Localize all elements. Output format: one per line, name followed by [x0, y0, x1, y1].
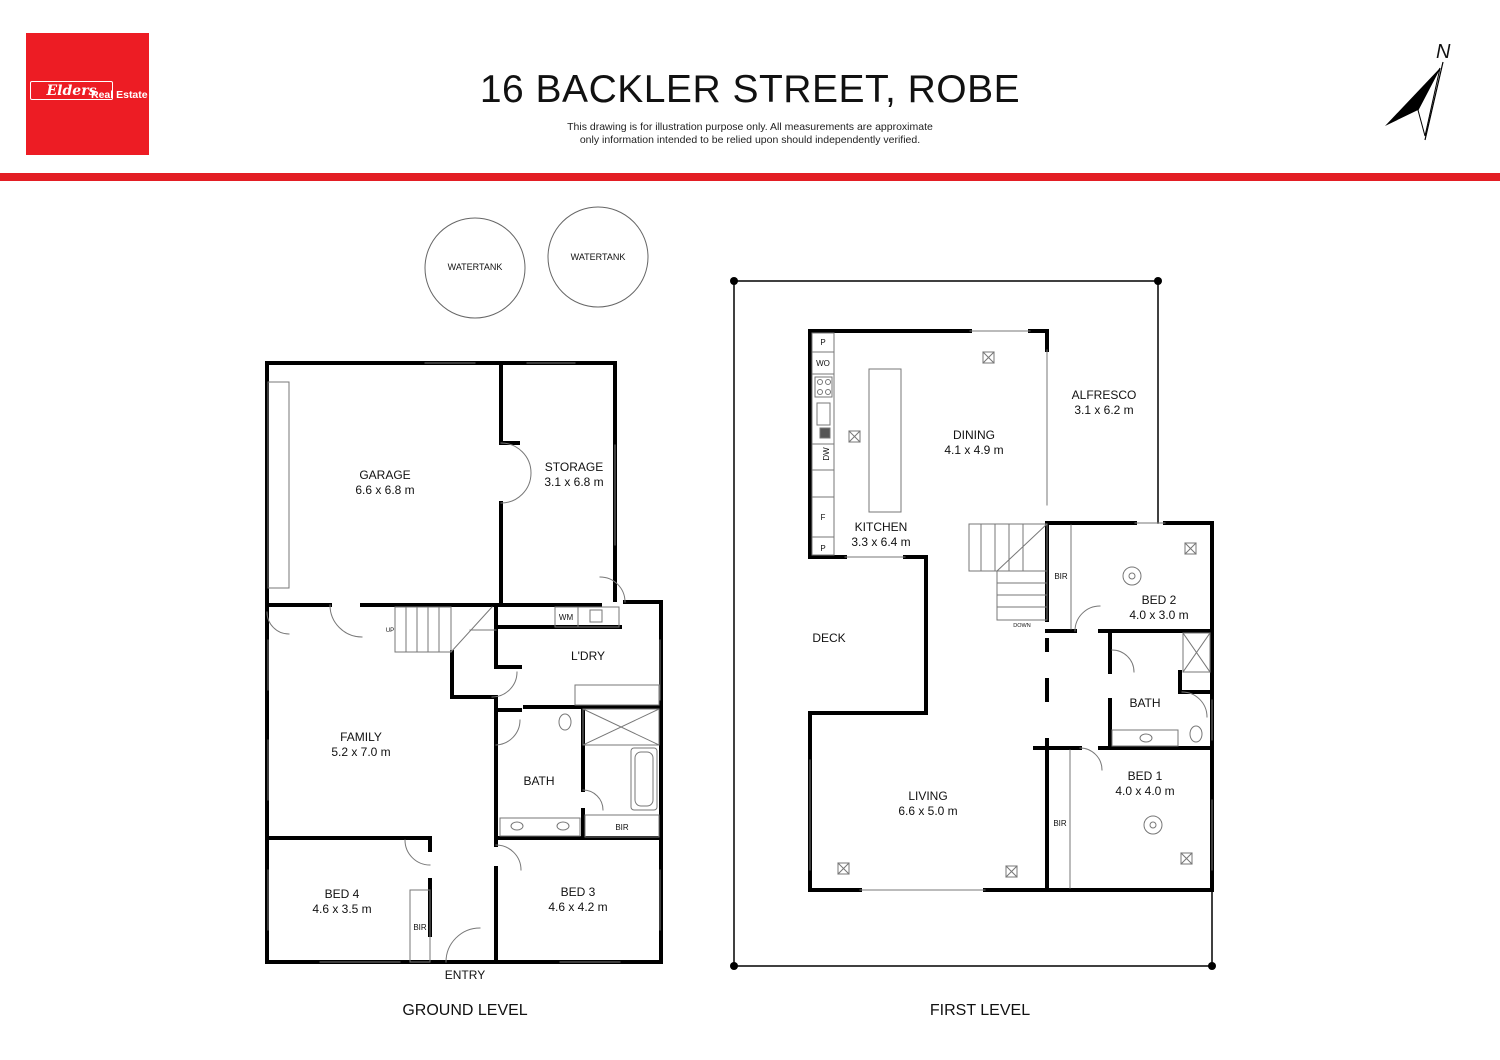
north-arrow-icon: N [1385, 41, 1451, 141]
family-label: FAMILY [340, 730, 382, 744]
garage-size: 6.6 x 6.8 m [355, 483, 414, 497]
entry-label: ENTRY [445, 968, 485, 982]
living-label: LIVING [908, 789, 947, 803]
watertank-1 [424, 217, 526, 319]
ground-level-label: GROUND LEVEL [402, 1002, 527, 1019]
logo-text: Real Estate [91, 89, 148, 101]
disclaimer-line-2: only information intended to be relied u… [579, 134, 921, 146]
bed2-label: BED 2 [1142, 593, 1177, 607]
ground-level-plan [265, 206, 663, 964]
kitchen-label: KITCHEN [855, 520, 908, 534]
disclaimer-line-1: This drawing is for illustration purpose… [567, 121, 933, 133]
fridge-label: F [821, 513, 826, 522]
elders-logo: Elders Real Estate [26, 33, 149, 155]
deck-label: DECK [812, 631, 845, 645]
alfresco-size: 3.1 x 6.2 m [1074, 403, 1133, 417]
compass-letter: N [1436, 41, 1451, 63]
pantry-bottom-label: P [820, 544, 825, 553]
living-size: 6.6 x 5.0 m [898, 804, 957, 818]
header-divider [0, 173, 1500, 181]
storage-label: STORAGE [545, 460, 603, 474]
first-level-label: FIRST LEVEL [930, 1002, 1030, 1019]
watertank-2-label: WATERTANK [571, 252, 626, 262]
bed2-size: 4.0 x 3.0 m [1129, 608, 1188, 622]
bed2-bir-label: BIR [1054, 572, 1068, 581]
bed1-size: 4.0 x 4.0 m [1115, 784, 1174, 798]
laundry-label: L'DRY [571, 649, 605, 663]
wall-oven-label: WO [816, 359, 830, 368]
kitchen-size: 3.3 x 6.4 m [851, 535, 910, 549]
bed4-size: 4.6 x 3.5 m [312, 902, 371, 916]
down-label: DOWN [1013, 623, 1030, 629]
logo-mark: Elders [30, 81, 113, 100]
bed1-bir-label: BIR [1053, 819, 1067, 828]
garage-label: GARAGE [359, 468, 410, 482]
ground-level-labels: WATERTANK WATERTANK GARAGE 6.6 x 6.8 m S… [312, 252, 629, 1019]
bed3-size: 4.6 x 4.2 m [548, 900, 607, 914]
watertank-2 [547, 206, 649, 308]
bed4-label: BED 4 [325, 887, 360, 901]
page-title: 16 BACKLER STREET, ROBE [479, 68, 1021, 111]
wm-label: WM [559, 613, 574, 622]
dining-label: DINING [953, 428, 995, 442]
dining-size: 4.1 x 4.9 m [944, 443, 1003, 457]
first-level-plan [730, 277, 1216, 970]
bed3-label: BED 3 [561, 885, 596, 899]
first-level-labels: P WO DW F P DINING 4.1 x 4.9 m ALFRESCO … [812, 338, 1188, 1019]
ground-bath-label: BATH [523, 774, 554, 788]
bath-bir-label: BIR [615, 823, 629, 832]
bed1-label: BED 1 [1128, 769, 1163, 783]
alfresco-label: ALFRESCO [1072, 388, 1137, 402]
storage-size: 3.1 x 6.8 m [544, 475, 603, 489]
watertank-1-label: WATERTANK [448, 262, 503, 272]
up-label: UP [386, 628, 394, 634]
family-size: 5.2 x 7.0 m [331, 745, 390, 759]
dishwasher-label: DW [822, 447, 831, 461]
bed4-bir-label: BIR [413, 923, 427, 932]
first-bath-label: BATH [1129, 696, 1160, 710]
pantry-top-label: P [820, 338, 825, 347]
